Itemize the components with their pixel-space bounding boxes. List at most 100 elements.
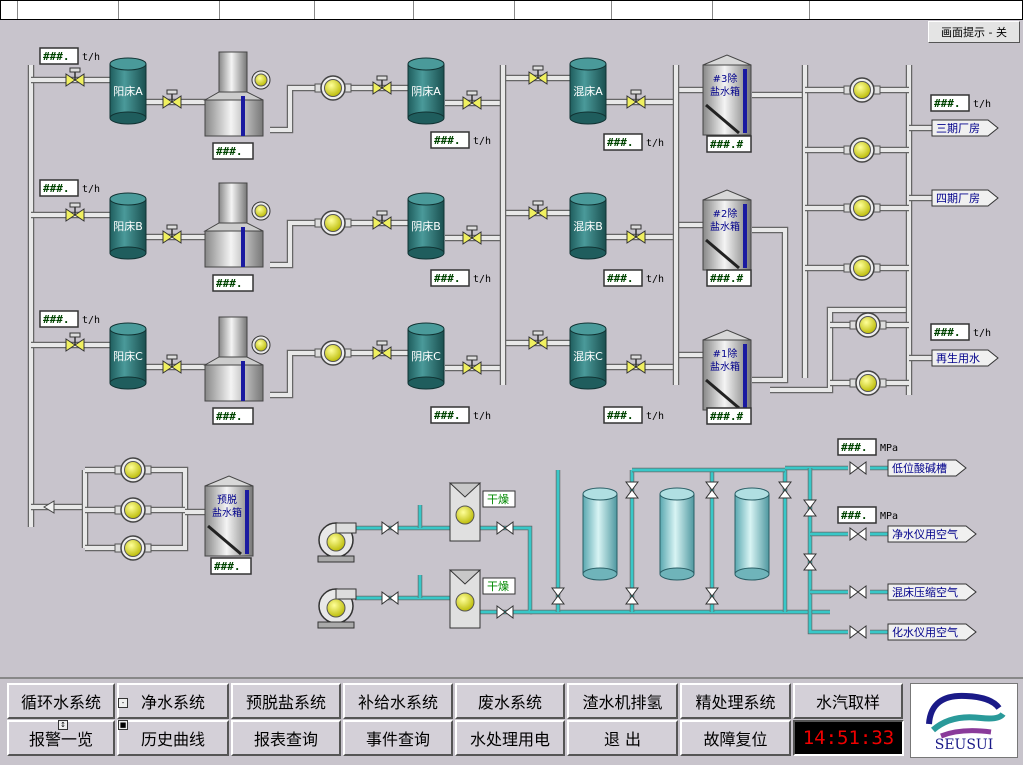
valve-icon[interactable] bbox=[625, 587, 639, 605]
pump-icon[interactable] bbox=[843, 137, 881, 163]
valve-icon[interactable] bbox=[803, 499, 817, 517]
nav-button[interactable]: 精处理系统 bbox=[680, 683, 791, 719]
mixed-bed[interactable] bbox=[569, 322, 607, 390]
anion-bed[interactable] bbox=[407, 57, 445, 125]
valve-icon[interactable] bbox=[528, 330, 548, 350]
pump-icon[interactable] bbox=[843, 255, 881, 281]
clarifier-icon[interactable] bbox=[203, 51, 271, 137]
valve-icon[interactable] bbox=[849, 527, 867, 541]
valve-icon[interactable] bbox=[496, 521, 514, 535]
air-outlet[interactable]: 净水仪用空气 bbox=[887, 525, 977, 543]
mixed-bed[interactable] bbox=[569, 57, 607, 125]
pipe-segment bbox=[807, 468, 848, 635]
clock-display: 14:51:33 bbox=[793, 720, 904, 756]
valve-icon[interactable] bbox=[551, 587, 565, 605]
demin-tank[interactable] bbox=[702, 189, 752, 271]
window-control-icon[interactable]: ■ bbox=[118, 720, 128, 730]
pump-icon[interactable] bbox=[314, 210, 352, 236]
air-dryer-icon[interactable] bbox=[448, 482, 482, 542]
valve-half bbox=[625, 587, 639, 597]
anion-bed[interactable] bbox=[407, 192, 445, 260]
mixed-bed[interactable] bbox=[569, 192, 607, 260]
bed-bottom bbox=[407, 111, 445, 125]
air-outlet[interactable]: 混床压缩空气 bbox=[887, 583, 977, 601]
valve-icon[interactable] bbox=[65, 67, 85, 87]
clarifier-icon[interactable] bbox=[203, 182, 271, 268]
anion-bed[interactable] bbox=[407, 322, 445, 390]
outlet-regen-water[interactable]: 再生用水 bbox=[931, 349, 999, 367]
dryer-top bbox=[448, 482, 482, 498]
nav-button[interactable]: 渣水机排氢 bbox=[567, 683, 678, 719]
nav-button[interactable]: 补给水系统 bbox=[343, 683, 453, 719]
window-control-icon[interactable]: ↕ bbox=[58, 720, 68, 730]
readout-value: ###. bbox=[434, 409, 461, 422]
outlet-phase4[interactable]: 四期厂房 bbox=[931, 189, 999, 207]
compressor-icon[interactable] bbox=[317, 522, 357, 563]
air-receiver-tank[interactable] bbox=[582, 487, 618, 581]
pump-icon[interactable] bbox=[314, 340, 352, 366]
cation-bed[interactable] bbox=[109, 322, 147, 390]
pump-icon[interactable] bbox=[849, 312, 887, 338]
valve-icon[interactable] bbox=[65, 332, 85, 352]
air-outlet[interactable]: 化水仪用空气 bbox=[887, 623, 977, 641]
valve-icon[interactable] bbox=[528, 200, 548, 220]
nav-button[interactable]: 故障复位 bbox=[680, 720, 791, 756]
valve-icon[interactable] bbox=[705, 481, 719, 499]
compressor-icon[interactable] bbox=[317, 588, 357, 629]
valve-icon[interactable] bbox=[462, 355, 482, 375]
valve-icon[interactable] bbox=[705, 587, 719, 605]
nav-button[interactable]: 废水系统 bbox=[455, 683, 565, 719]
valve-icon[interactable] bbox=[849, 461, 867, 475]
valve-icon[interactable] bbox=[528, 65, 548, 85]
valve-icon[interactable] bbox=[372, 210, 392, 230]
air-outlet[interactable]: 低位酸碱槽 bbox=[887, 459, 967, 477]
nav-button[interactable]: 报表查询 bbox=[231, 720, 341, 756]
valve-icon[interactable] bbox=[162, 354, 182, 374]
pre-demin-tank[interactable] bbox=[204, 475, 254, 557]
pump-icon[interactable] bbox=[114, 457, 152, 483]
clarifier-icon[interactable] bbox=[203, 316, 271, 402]
valve-icon[interactable] bbox=[372, 340, 392, 360]
valve-icon[interactable] bbox=[462, 225, 482, 245]
pump-icon[interactable] bbox=[114, 497, 152, 523]
valve-icon[interactable] bbox=[625, 481, 639, 499]
valve-icon[interactable] bbox=[462, 90, 482, 110]
cation-bed[interactable] bbox=[109, 57, 147, 125]
valve-icon[interactable] bbox=[626, 354, 646, 374]
valve-icon[interactable] bbox=[372, 75, 392, 95]
hint-toggle-button[interactable]: 画面提示 - 关 bbox=[928, 21, 1020, 43]
valve-icon[interactable] bbox=[496, 605, 514, 619]
air-dryer-icon[interactable] bbox=[448, 569, 482, 629]
valve-icon[interactable] bbox=[778, 481, 792, 499]
valve-icon[interactable] bbox=[626, 89, 646, 109]
nav-button[interactable]: 历史曲线 bbox=[117, 720, 229, 756]
valve-icon[interactable] bbox=[849, 625, 867, 639]
nav-button[interactable]: 退 出 bbox=[567, 720, 678, 756]
cation-bed[interactable] bbox=[109, 192, 147, 260]
outlet-phase3[interactable]: 三期厂房 bbox=[931, 119, 999, 137]
pump-icon[interactable] bbox=[843, 195, 881, 221]
nav-button[interactable]: 循环水系统 bbox=[7, 683, 115, 719]
nav-button[interactable]: 净水系统 bbox=[117, 683, 229, 719]
nav-button[interactable]: 预脱盐系统 bbox=[231, 683, 341, 719]
demin-tank[interactable] bbox=[702, 54, 752, 136]
valve-icon[interactable] bbox=[162, 89, 182, 109]
pump-icon[interactable] bbox=[314, 75, 352, 101]
nav-button[interactable]: 水处理用电 bbox=[455, 720, 565, 756]
pump-icon[interactable] bbox=[843, 77, 881, 103]
air-receiver-tank[interactable] bbox=[734, 487, 770, 581]
valve-icon[interactable] bbox=[65, 202, 85, 222]
window-control-icon[interactable]: - bbox=[118, 698, 128, 708]
valve-icon[interactable] bbox=[803, 553, 817, 571]
demin-tank[interactable] bbox=[702, 329, 752, 411]
valve-icon[interactable] bbox=[626, 224, 646, 244]
valve-icon[interactable] bbox=[849, 585, 867, 599]
nav-button[interactable]: 水汽取样 bbox=[793, 683, 903, 719]
nav-button[interactable]: 事件查询 bbox=[343, 720, 453, 756]
pump-icon[interactable] bbox=[114, 535, 152, 561]
valve-icon[interactable] bbox=[381, 521, 399, 535]
pump-icon[interactable] bbox=[849, 370, 887, 396]
air-receiver-tank[interactable] bbox=[659, 487, 695, 581]
valve-icon[interactable] bbox=[381, 591, 399, 605]
valve-icon[interactable] bbox=[162, 224, 182, 244]
